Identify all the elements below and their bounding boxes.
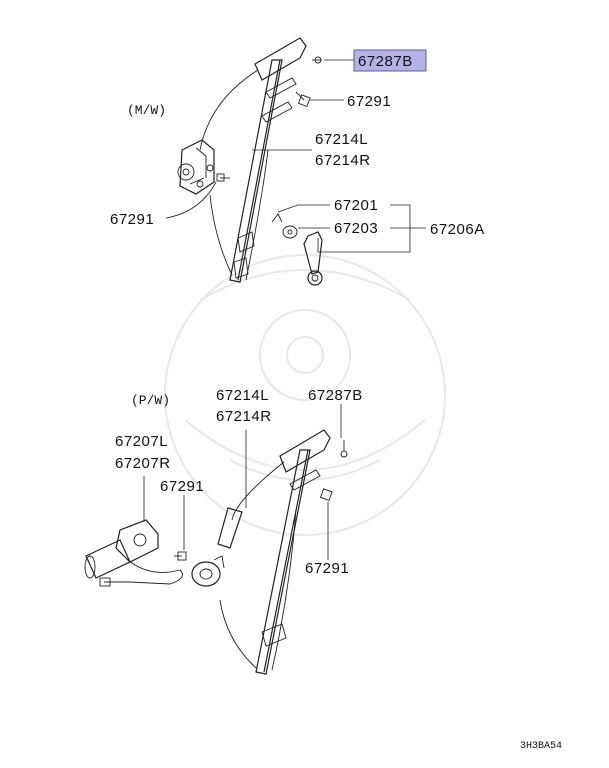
label-power-motor-l[interactable]: 67207L	[115, 433, 168, 450]
label-manual-bolt-upper[interactable]: 67291	[347, 93, 391, 110]
manual-washer-67203	[282, 225, 298, 239]
label-manual-handle[interactable]: 67206A	[430, 221, 485, 238]
label-power-reg-l[interactable]: 67214L	[216, 387, 269, 404]
label-power-reg-r[interactable]: 67214R	[216, 408, 272, 425]
watermark-emblem	[164, 254, 446, 536]
power-bolt-67291-right	[319, 488, 333, 501]
power-bolt-67291-left	[174, 551, 187, 561]
manual-bolt-67291-upper	[295, 91, 311, 107]
section-label-power: (P/W)	[131, 393, 170, 408]
power-window-motor	[84, 519, 183, 587]
manual-leader-lines	[165, 59, 426, 253]
manual-bolt-67291-left	[216, 173, 230, 182]
manual-handle-67206a	[303, 231, 323, 286]
label-power-bolt-right[interactable]: 67291	[305, 560, 349, 577]
label-manual-top-screw[interactable]: 67287B	[358, 53, 413, 70]
power-leader-lines	[143, 404, 342, 560]
label-power-screw[interactable]: 67287B	[308, 387, 363, 404]
power-regulator-assembly	[191, 429, 331, 675]
label-power-bolt-left[interactable]: 67291	[160, 478, 204, 495]
power-regulator-drum	[191, 555, 225, 587]
illustration-code: 3H3BA54	[520, 741, 562, 752]
manual-clip-67201	[271, 213, 283, 223]
label-manual-reg-r[interactable]: 67214R	[315, 152, 371, 169]
power-screw-67287b	[340, 440, 348, 458]
label-manual-washer[interactable]: 67203	[334, 220, 378, 237]
label-manual-bolt-left[interactable]: 67291	[110, 211, 154, 228]
manual-screw-67287b	[312, 56, 322, 64]
highlight-box	[353, 49, 427, 72]
label-power-motor-r[interactable]: 67207R	[115, 455, 171, 472]
label-manual-clip[interactable]: 67201	[334, 197, 378, 214]
section-label-manual: (M/W)	[127, 103, 166, 118]
manual-regulator-gearbox	[177, 139, 215, 195]
label-manual-reg-l[interactable]: 67214L	[315, 131, 368, 148]
manual-regulator-assembly	[177, 37, 307, 283]
